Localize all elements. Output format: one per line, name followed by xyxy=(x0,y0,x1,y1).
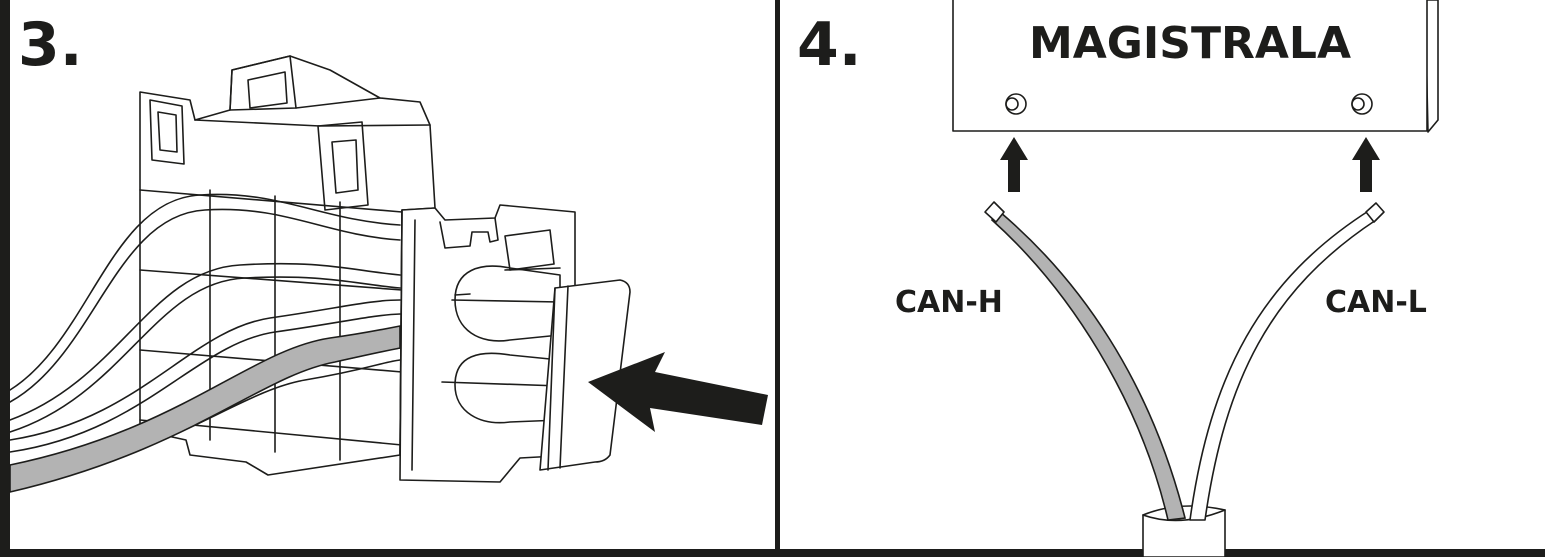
terminal-right-icon xyxy=(1351,93,1373,115)
bus-box: MAGISTRALA xyxy=(952,0,1439,133)
wire-can-l xyxy=(1189,209,1377,521)
wire-label-can-l: CAN-L xyxy=(1325,285,1427,320)
arrow-up-right-icon xyxy=(1352,137,1380,192)
wire-label-can-h: CAN-H xyxy=(895,285,1003,320)
bus-label: MAGISTRALA xyxy=(1029,18,1351,69)
panel-step-3: 3. xyxy=(9,10,768,494)
push-arrow-icon xyxy=(588,352,768,432)
terminal-left-icon xyxy=(1005,93,1027,115)
panel-step-4: 4. MAGISTRALA CAN-H CAN-L xyxy=(797,0,1439,557)
step-number-3: 3. xyxy=(18,10,83,80)
step-number-4: 4. xyxy=(797,10,862,80)
wire-can-h xyxy=(990,210,1187,521)
connector-illustration xyxy=(9,55,631,494)
arrow-up-left-icon xyxy=(1000,137,1028,192)
